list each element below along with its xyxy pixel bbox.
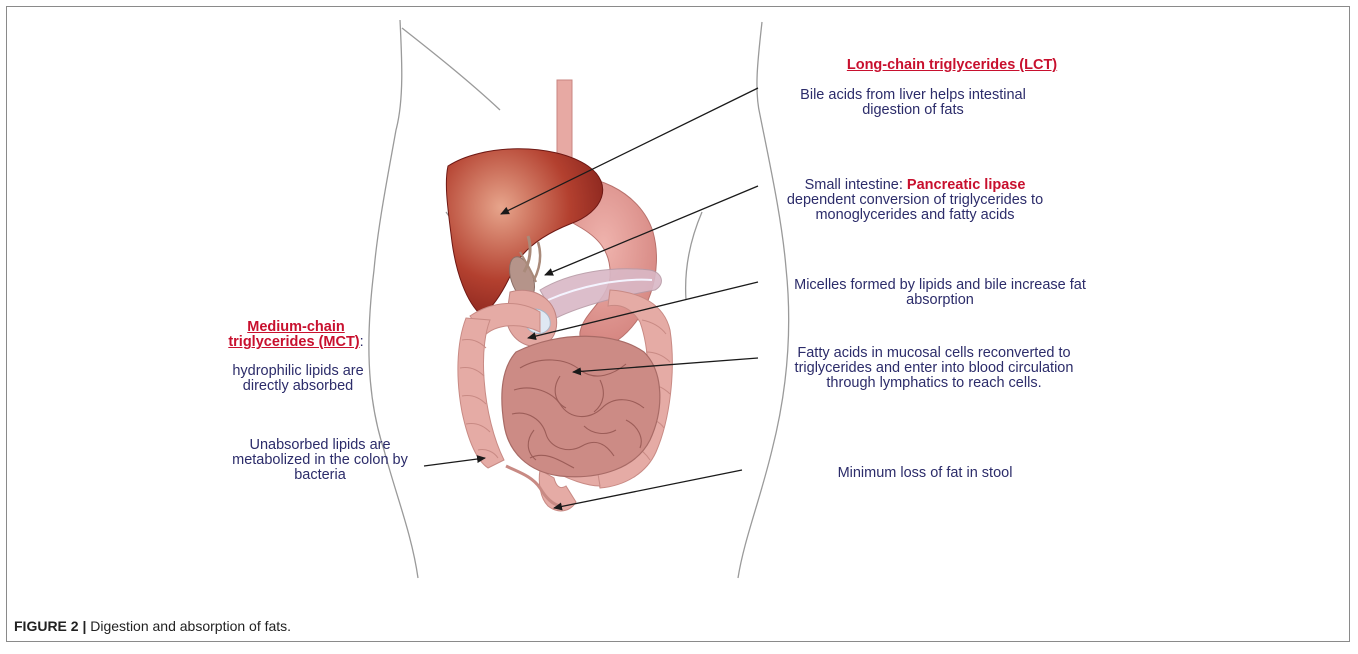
lct-heading-text: Long-chain triglycerides (LCT) (847, 57, 1057, 73)
pancreatic-lipase-rest: dependent conversion of triglycerides to… (787, 192, 1043, 223)
stool-note: Minimum loss of fat in stool (800, 466, 1050, 481)
mct-body: hydrophilic lipids are directly absorbed (208, 364, 388, 394)
lct-heading: Long-chain triglycerides (LCT) (832, 58, 1072, 73)
mct-heading-line1: Medium-chain (247, 319, 344, 335)
pancreatic-lipase-note: Small intestine: Pancreatic lipase depen… (774, 178, 1056, 223)
figure-caption-text: Digestion and absorption of fats. (86, 618, 291, 634)
arrow-colon-label-to-colon (424, 458, 485, 466)
figure-caption: FIGURE 2 | Digestion and absorption of f… (14, 618, 291, 634)
mct-heading: Medium-chain triglycerides (MCT): (196, 320, 396, 350)
pancreatic-lipase-emphasis: Pancreatic lipase (907, 177, 1026, 193)
mct-heading-colon: : (360, 334, 364, 350)
colon-bacteria-note: Unabsorbed lipids are metabolized in the… (220, 438, 420, 483)
mct-heading-line2: triglycerides (MCT) (228, 334, 359, 350)
bile-acids-note: Bile acids from liver helps intestinal d… (788, 88, 1038, 118)
small-intestine (502, 336, 660, 477)
figure-caption-label: FIGURE 2 | (14, 618, 86, 634)
micelles-note: Micelles formed by lipids and bile incre… (770, 278, 1110, 308)
mucosal-cells-note: Fatty acids in mucosal cells reconverted… (778, 346, 1090, 391)
pancreatic-lipase-prefix: Small intestine: (805, 177, 907, 193)
